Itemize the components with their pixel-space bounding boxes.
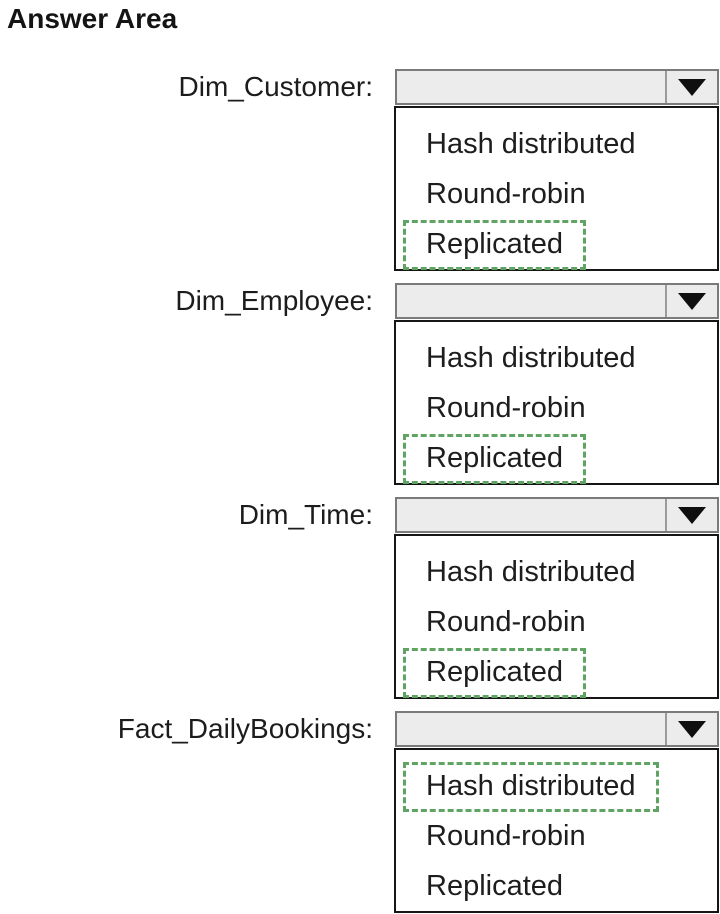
option-label: Round-robin xyxy=(426,606,586,639)
field-label-fact-dailybookings: Fact_DailyBookings: xyxy=(117,713,373,744)
options-list-fact-dailybookings: Hash distributed Round-robin Replicated xyxy=(394,748,719,913)
dropdown-dim-customer[interactable] xyxy=(395,69,719,105)
option-hash-distributed[interactable]: Hash distributed xyxy=(396,761,717,813)
field-label-dim-employee: Dim_Employee: xyxy=(175,285,373,316)
dropdown-arrow-zone[interactable] xyxy=(665,285,717,317)
option-replicated[interactable]: Replicated xyxy=(396,647,717,699)
option-hash-distributed[interactable]: Hash distributed xyxy=(396,547,717,597)
option-label: Hash distributed xyxy=(426,342,636,375)
option-round-robin[interactable]: Round-robin xyxy=(396,597,717,647)
chevron-down-icon xyxy=(678,292,706,310)
option-round-robin[interactable]: Round-robin xyxy=(396,169,717,219)
dropdown-arrow-zone[interactable] xyxy=(665,499,717,531)
field-group-dim-time: Dim_Time: Hash distributed Round-robin R… xyxy=(0,497,720,700)
option-label: Replicated xyxy=(403,648,587,699)
option-hash-distributed[interactable]: Hash distributed xyxy=(396,333,717,383)
field-group-dim-customer: Dim_Customer: Hash distributed Round-rob… xyxy=(0,69,720,272)
option-label: Hash distributed xyxy=(403,762,659,813)
dropdown-dim-employee[interactable] xyxy=(395,283,719,319)
field-group-dim-employee: Dim_Employee: Hash distributed Round-rob… xyxy=(0,283,720,486)
option-label: Hash distributed xyxy=(426,128,636,161)
option-label: Replicated xyxy=(426,870,564,903)
option-label: Hash distributed xyxy=(426,556,636,589)
chevron-down-icon xyxy=(678,78,706,96)
field-label-dim-time: Dim_Time: xyxy=(238,499,373,530)
option-label: Replicated xyxy=(403,434,587,485)
option-label: Round-robin xyxy=(426,392,586,425)
option-hash-distributed[interactable]: Hash distributed xyxy=(396,119,717,169)
option-round-robin[interactable]: Round-robin xyxy=(396,383,717,433)
option-round-robin[interactable]: Round-robin xyxy=(396,811,717,861)
page-title: Answer Area xyxy=(7,3,178,34)
option-label: Round-robin xyxy=(426,178,586,211)
dropdown-dim-time[interactable] xyxy=(395,497,719,533)
dropdown-value xyxy=(405,71,663,103)
option-replicated[interactable]: Replicated xyxy=(396,861,717,911)
dropdown-value xyxy=(405,713,663,745)
dropdown-arrow-zone[interactable] xyxy=(665,71,717,103)
chevron-down-icon xyxy=(678,506,706,524)
options-list-dim-time: Hash distributed Round-robin Replicated xyxy=(394,534,719,699)
option-label: Round-robin xyxy=(426,820,586,853)
chevron-down-icon xyxy=(678,720,706,738)
dropdown-arrow-zone[interactable] xyxy=(665,713,717,745)
field-label-dim-customer: Dim_Customer: xyxy=(178,71,373,102)
field-group-fact-dailybookings: Fact_DailyBookings: Hash distributed Rou… xyxy=(0,711,720,914)
options-list-dim-customer: Hash distributed Round-robin Replicated xyxy=(394,106,719,271)
dropdown-fact-dailybookings[interactable] xyxy=(395,711,719,747)
options-list-dim-employee: Hash distributed Round-robin Replicated xyxy=(394,320,719,485)
dropdown-value xyxy=(405,285,663,317)
dropdown-value xyxy=(405,499,663,531)
option-label: Replicated xyxy=(403,220,587,271)
option-replicated[interactable]: Replicated xyxy=(396,219,717,271)
option-replicated[interactable]: Replicated xyxy=(396,433,717,485)
